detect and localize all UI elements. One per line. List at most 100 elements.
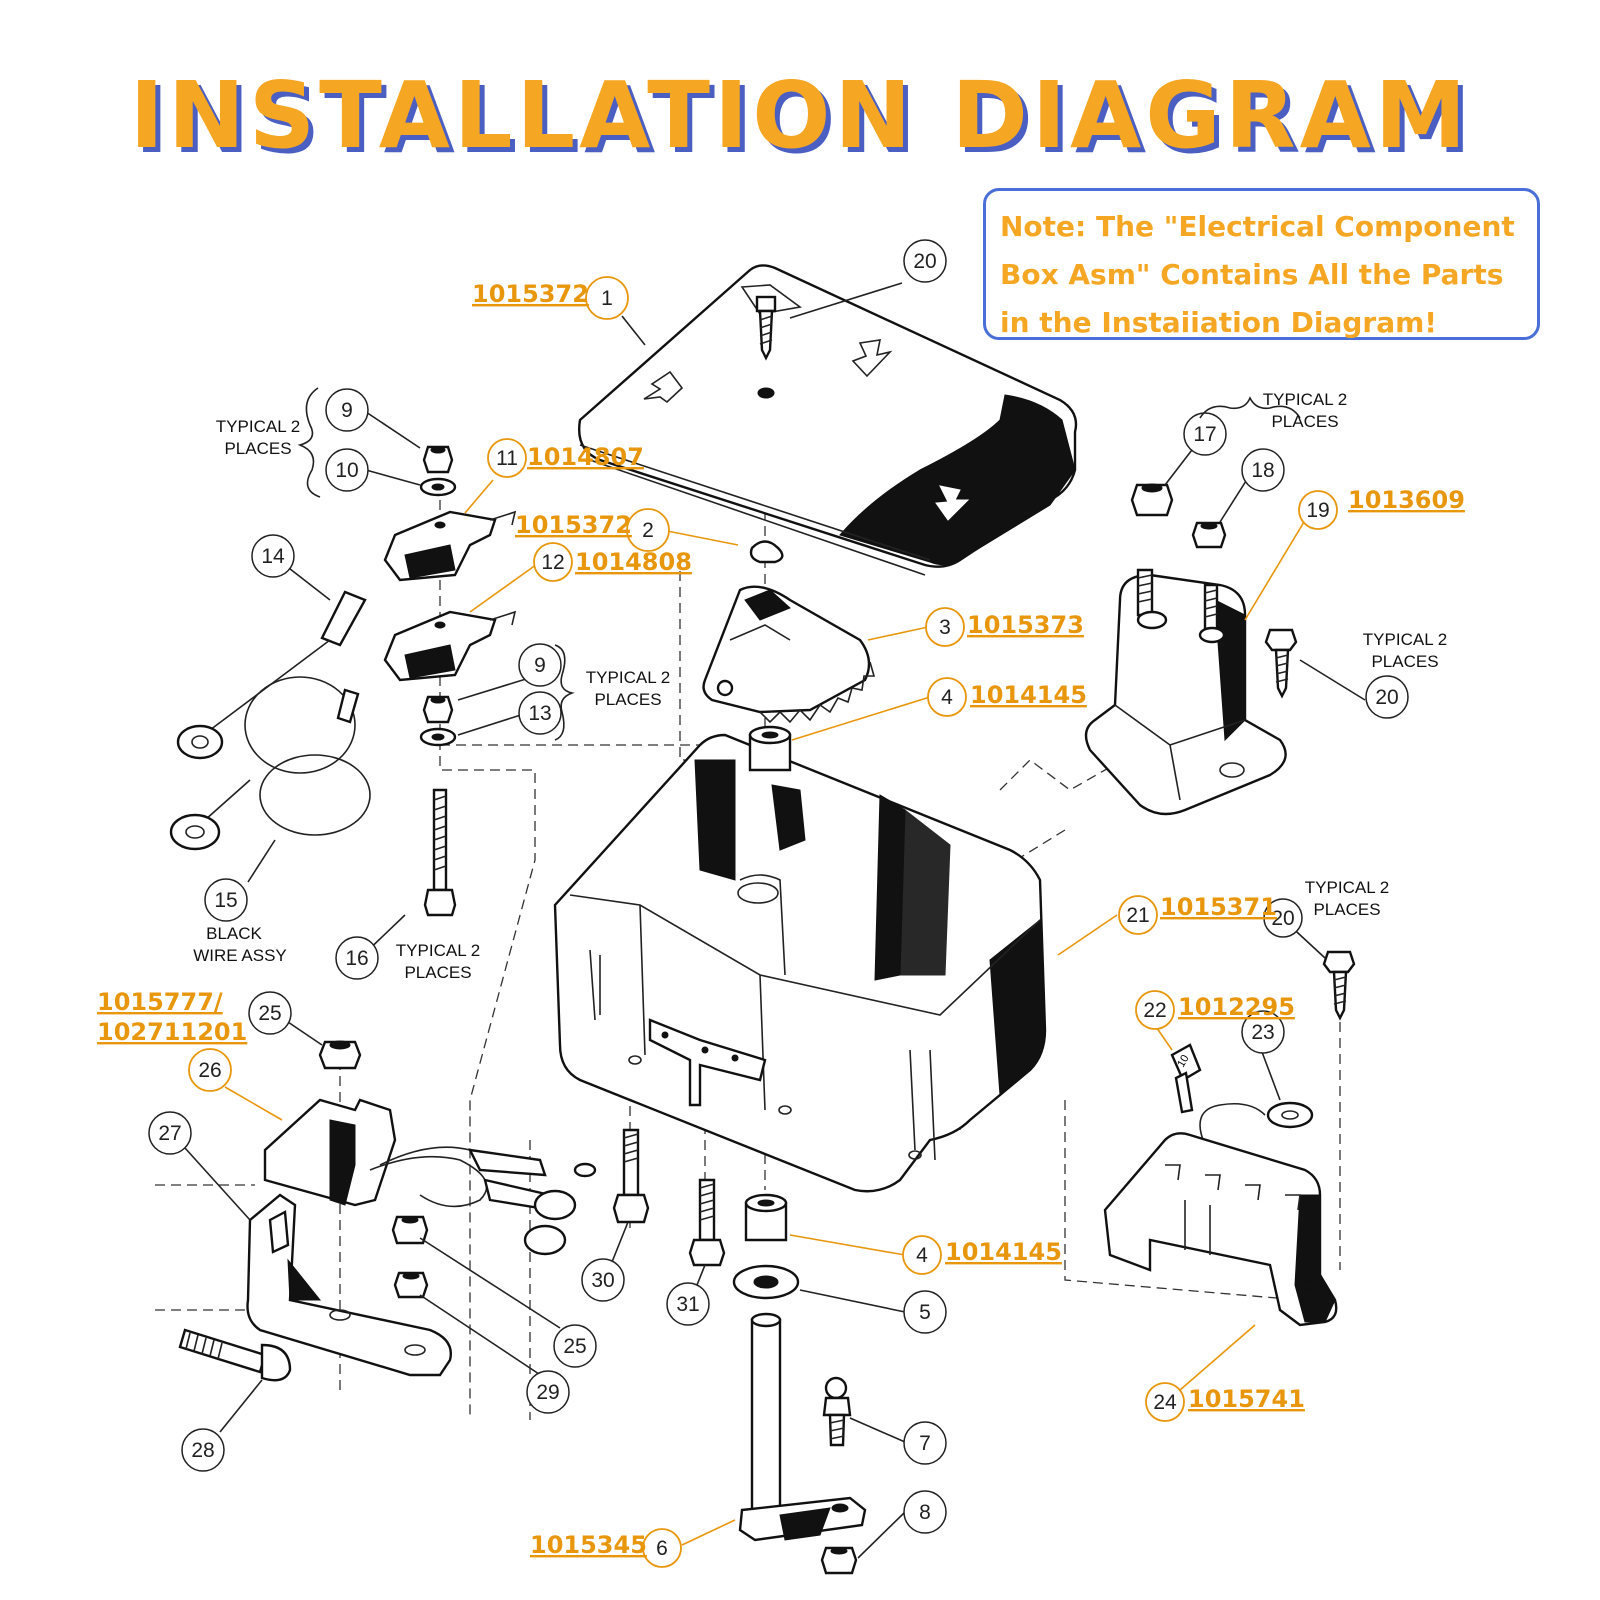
callout-29: 29 [526,1370,570,1414]
screw-20-solenoid [1264,628,1298,699]
nut-9-top [422,445,454,474]
callout-14: 14 [251,534,295,578]
part-number-24: 1015741 [1188,1385,1305,1413]
ball-stud-7 [822,1376,852,1447]
washer-5 [732,1264,800,1300]
terminal-11 [383,510,517,582]
bolt-31 [688,1178,726,1267]
callout-23-number: 23 [1251,1021,1274,1044]
bracket-27 [246,1193,452,1377]
typical-label-16-a: TYPICAL 2 [396,941,480,960]
callout-17: 17 [1183,412,1227,456]
info-labels: TYPICAL 2 PLACES TYPICAL 2 PLACES TYPICA… [193,387,1447,982]
wire-23 [1199,1101,1314,1146]
wire-14 [176,590,367,760]
part-number-labels: 1015372 1014807 1015372 1014808 1015373 … [97,280,1465,1559]
callout-15: 15 [204,878,248,922]
callout-21: 21 [1118,895,1158,935]
callout-6-number: 6 [656,1537,668,1560]
shaft-6 [738,1312,867,1542]
callout-30-number: 30 [591,1269,614,1292]
gear-plate-part [702,585,876,724]
callout-27-number: 27 [158,1122,181,1145]
note-line-2: Box Asm" Contains All the Parts [1000,258,1504,291]
callout-3: 3 [925,607,965,647]
spacer-4-bottom [744,1193,788,1242]
callout-16: 16 [335,936,379,980]
callout-8: 8 [903,1490,947,1534]
callout-9-lower: 9 [518,643,562,687]
callout-13: 13 [518,691,562,735]
callout-7-number: 7 [919,1432,931,1455]
bolt-30 [612,1128,650,1224]
callout-5-number: 5 [919,1301,931,1324]
box-part [553,733,1047,1193]
callout-9-top: 9 [325,388,369,432]
fuse-block-24 [1103,1132,1338,1327]
typical-label-20-solenoid-b: PLACES [1371,652,1438,671]
callout-10-number: 10 [335,459,358,482]
callout-13-number: 13 [528,702,551,725]
wire-assy-15 [169,676,371,851]
callout-31-number: 31 [676,1293,699,1316]
part-number-26-b: 102711201 [97,1018,247,1046]
callout-14-number: 14 [261,545,285,568]
part-number-19: 1013609 [1348,486,1465,514]
callout-25-lower: 25 [553,1324,597,1368]
callout-18: 18 [1241,448,1285,492]
nut-8 [820,1546,858,1575]
callout-10: 10 [325,448,369,492]
callout-6: 6 [642,1528,682,1568]
callout-28-number: 28 [191,1439,214,1462]
black-wire-label-b: WIRE ASSY [193,946,287,965]
callout-1: 1 [585,276,629,320]
callout-23: 23 [1241,1010,1285,1054]
callout-22-number: 22 [1143,999,1166,1022]
nut-25-top [318,1040,362,1070]
callout-26-number: 26 [198,1059,221,1082]
callout-11-number: 11 [496,447,518,470]
part-number-4-bottom: 1014145 [945,1238,1062,1266]
callout-4-bottom-number: 4 [916,1244,928,1267]
callout-20-cover: 20 [903,239,947,283]
callout-3-number: 3 [939,616,951,639]
module-26 [263,1098,597,1256]
solenoid-19 [1084,568,1287,816]
callout-26: 26 [188,1048,232,1092]
cover-part [578,264,1078,576]
part-number-22: 1012295 [1178,993,1295,1021]
callout-25-top: 25 [248,991,292,1035]
note-line-1: Note: The "Electrical Component [1000,210,1515,243]
callout-17-number: 17 [1193,423,1216,446]
callout-21-number: 21 [1126,904,1149,927]
callout-8-number: 8 [919,1501,931,1524]
part-number-4-top: 1014145 [970,681,1087,709]
callout-29-number: 29 [536,1381,559,1404]
callout-24: 24 [1145,1382,1185,1422]
spacer-4-top [748,725,792,772]
part-number-1: 1015372 [472,280,589,308]
callout-12: 12 [533,542,573,582]
terminal-12 [383,610,517,682]
typical-label-20-fuse-b: PLACES [1313,900,1380,919]
typical-label-20-solenoid-a: TYPICAL 2 [1363,630,1447,649]
callout-25-top-number: 25 [258,1002,281,1025]
nut-17 [1130,483,1174,517]
callout-25-lower-number: 25 [563,1335,586,1358]
callout-11: 11 [487,438,527,478]
part-number-3: 1015373 [967,611,1084,639]
callout-22: 22 [1135,990,1175,1030]
part-number-21: 1015371 [1160,893,1277,921]
callout-5: 5 [903,1290,947,1334]
screw-20-fuse-block [1322,950,1356,1021]
typical-label-16-b: PLACES [404,963,471,982]
callout-30: 30 [581,1258,625,1302]
callout-16-number: 16 [345,947,368,970]
callout-27: 27 [148,1111,192,1155]
callout-24-number: 24 [1153,1391,1177,1414]
bolt-16 [423,788,457,917]
typical-label-17-18-b: PLACES [1271,412,1338,431]
callout-18-number: 18 [1251,459,1274,482]
